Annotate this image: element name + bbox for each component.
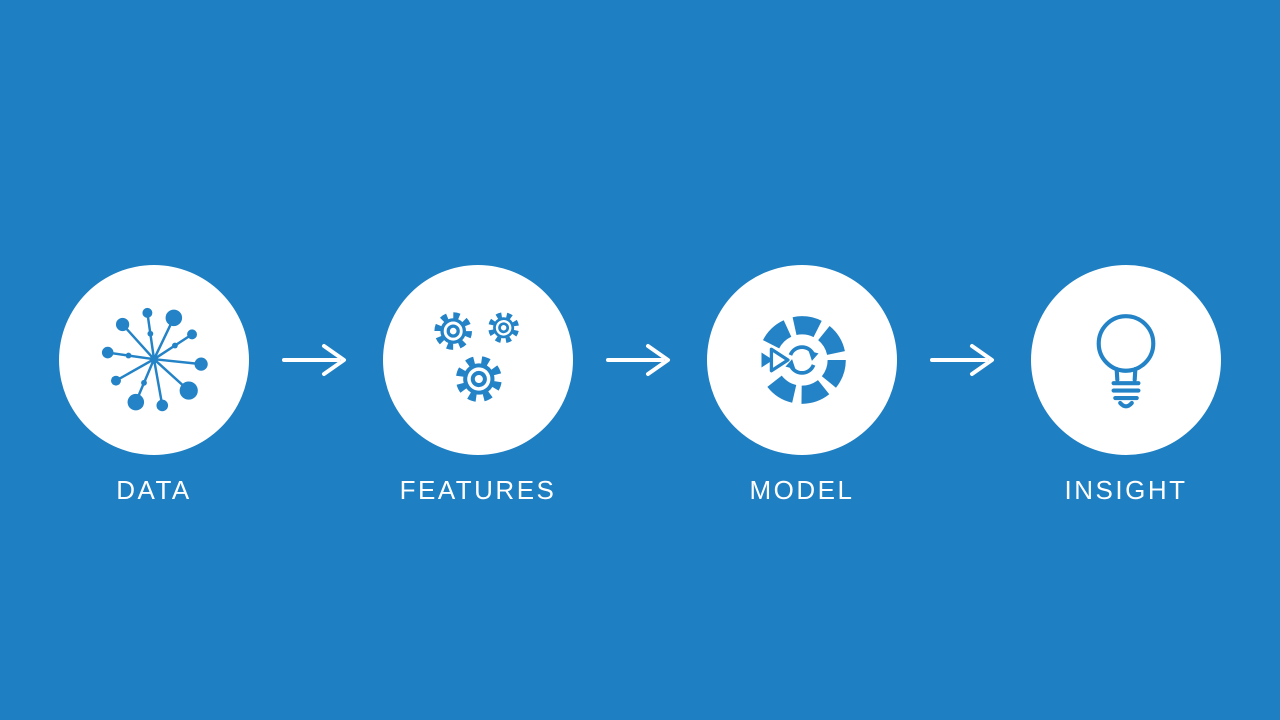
- stage-features-circle: [383, 265, 573, 455]
- stage-features: FEATURES: [383, 265, 573, 505]
- right-arrow-icon: [282, 344, 346, 376]
- stage-insight-label: INSIGHT: [1064, 475, 1188, 505]
- stage-data-label: DATA: [116, 475, 192, 505]
- right-arrow-icon: [930, 344, 994, 376]
- gears-icon: [416, 298, 540, 422]
- right-arrow-icon: [606, 344, 670, 376]
- model-cycle-icon: [754, 316, 846, 404]
- stage-model-label: MODEL: [749, 475, 855, 505]
- stage-model-circle: [707, 265, 897, 455]
- stage-insight-circle: [1031, 265, 1221, 455]
- data-network-icon: [101, 307, 208, 412]
- stage-data-circle: [59, 265, 249, 455]
- stage-insight: INSIGHT: [1031, 265, 1221, 505]
- lightbulb-icon: [1096, 314, 1156, 409]
- stage-features-label: FEATURES: [399, 475, 557, 505]
- stage-model: MODEL: [707, 265, 897, 505]
- pipeline-row: DATA: [59, 265, 1221, 505]
- stage-data: DATA: [59, 265, 249, 505]
